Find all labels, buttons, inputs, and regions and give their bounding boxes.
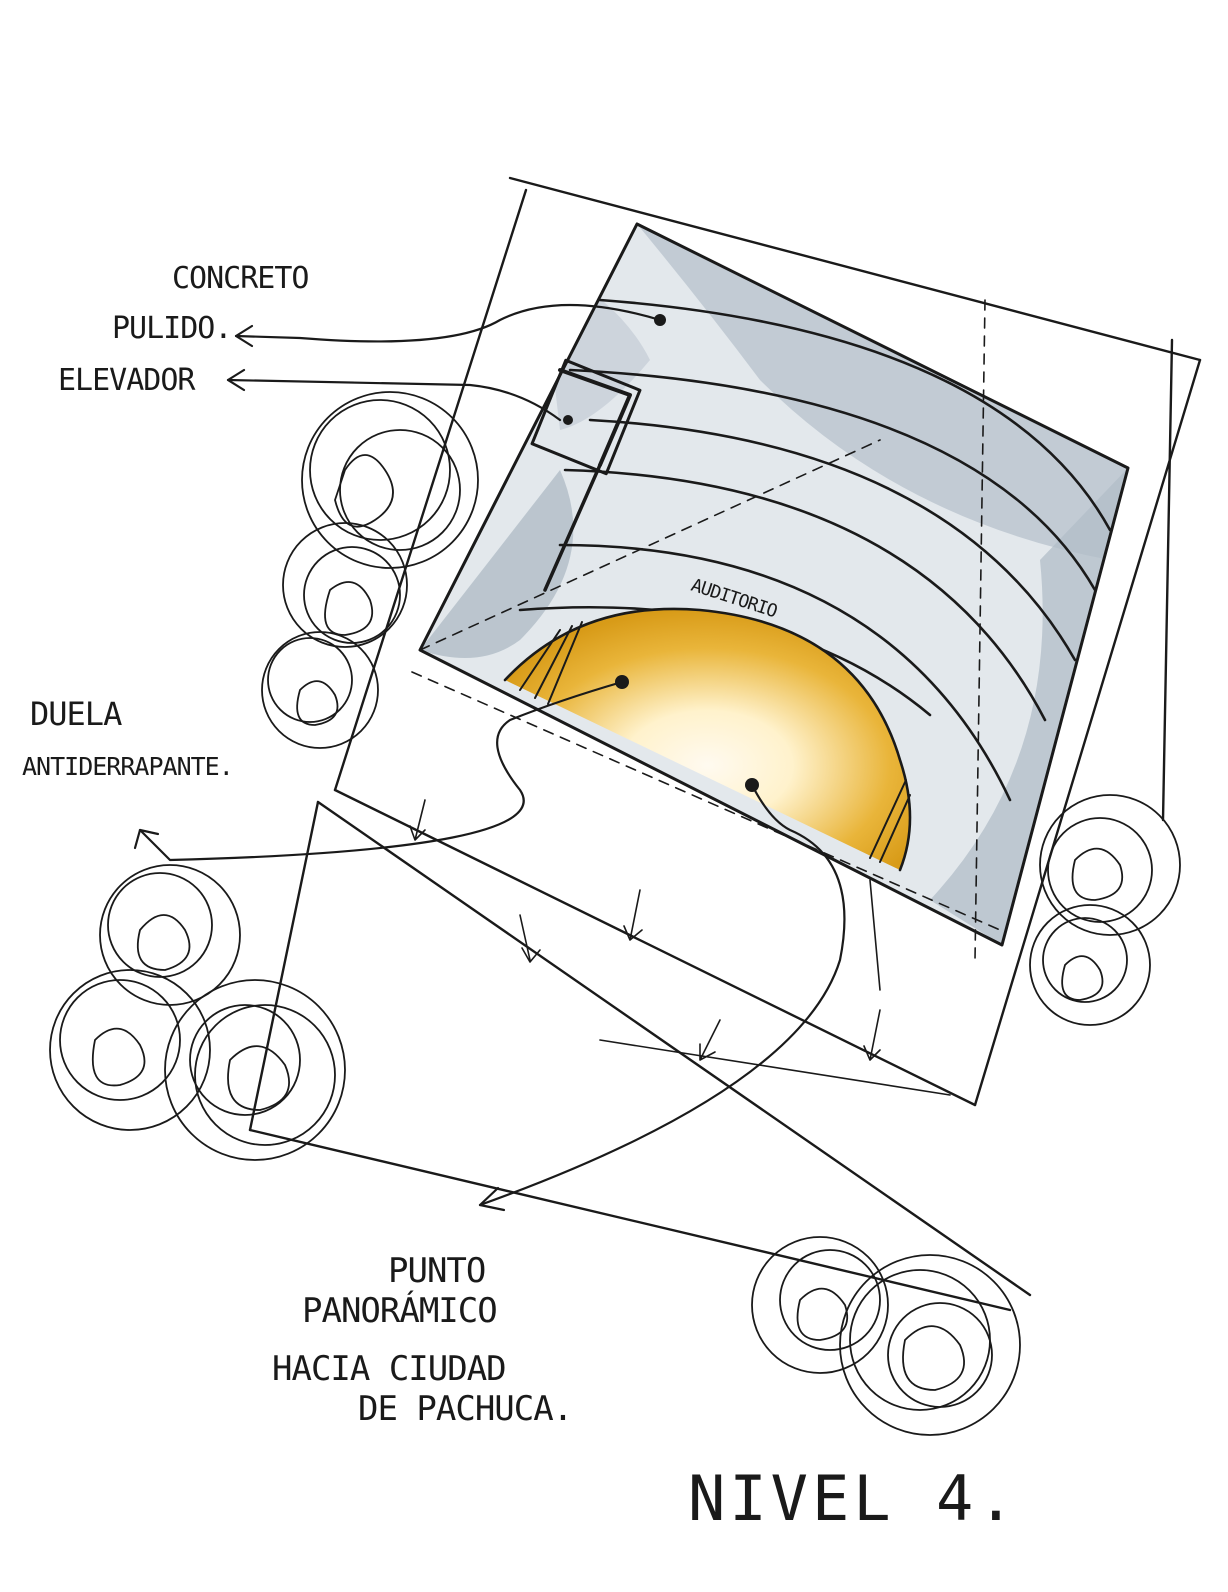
flow-arrow-icon — [409, 799, 951, 1096]
site-outline — [248, 176, 1202, 1312]
elevator-shaft — [530, 358, 642, 592]
viewpoint-label: PUNTO PANORÁMICO HACIA CIUDAD DE PACHUCA… — [272, 1251, 573, 1429]
punto-label-line3: HACIA CIUDAD — [272, 1349, 506, 1389]
elevador-label: ELEVADOR — [58, 363, 196, 398]
seating-tiers — [518, 298, 1112, 802]
stage — [503, 607, 912, 872]
level-title: NIVEL 4. — [688, 1462, 1019, 1535]
auditorium-room: AUDITORIO — [411, 222, 1130, 961]
duela-label-line1: DUELA — [30, 695, 122, 733]
concreto-label-line2: PULIDO. — [112, 311, 231, 346]
dashed-guides — [411, 299, 1001, 961]
punto-label-line2: PANORÁMICO — [302, 1290, 497, 1331]
leader-arrow-icon — [133, 303, 846, 1212]
material-labels: CONCRETO PULIDO. ELEVADOR DUELA ANTIDERR… — [22, 261, 310, 781]
punto-label-line1: PUNTO — [388, 1251, 485, 1291]
tree-cluster-icon — [49, 391, 1181, 1436]
elevator-dot — [563, 415, 573, 425]
stage-fill — [505, 608, 910, 870]
duela-label-line2: ANTIDERRAPANTE. — [22, 752, 233, 781]
punto-label-line4: DE PACHUCA. — [358, 1389, 572, 1429]
concreto-label-line1: CONCRETO — [172, 261, 309, 296]
room-outline — [418, 222, 1130, 947]
